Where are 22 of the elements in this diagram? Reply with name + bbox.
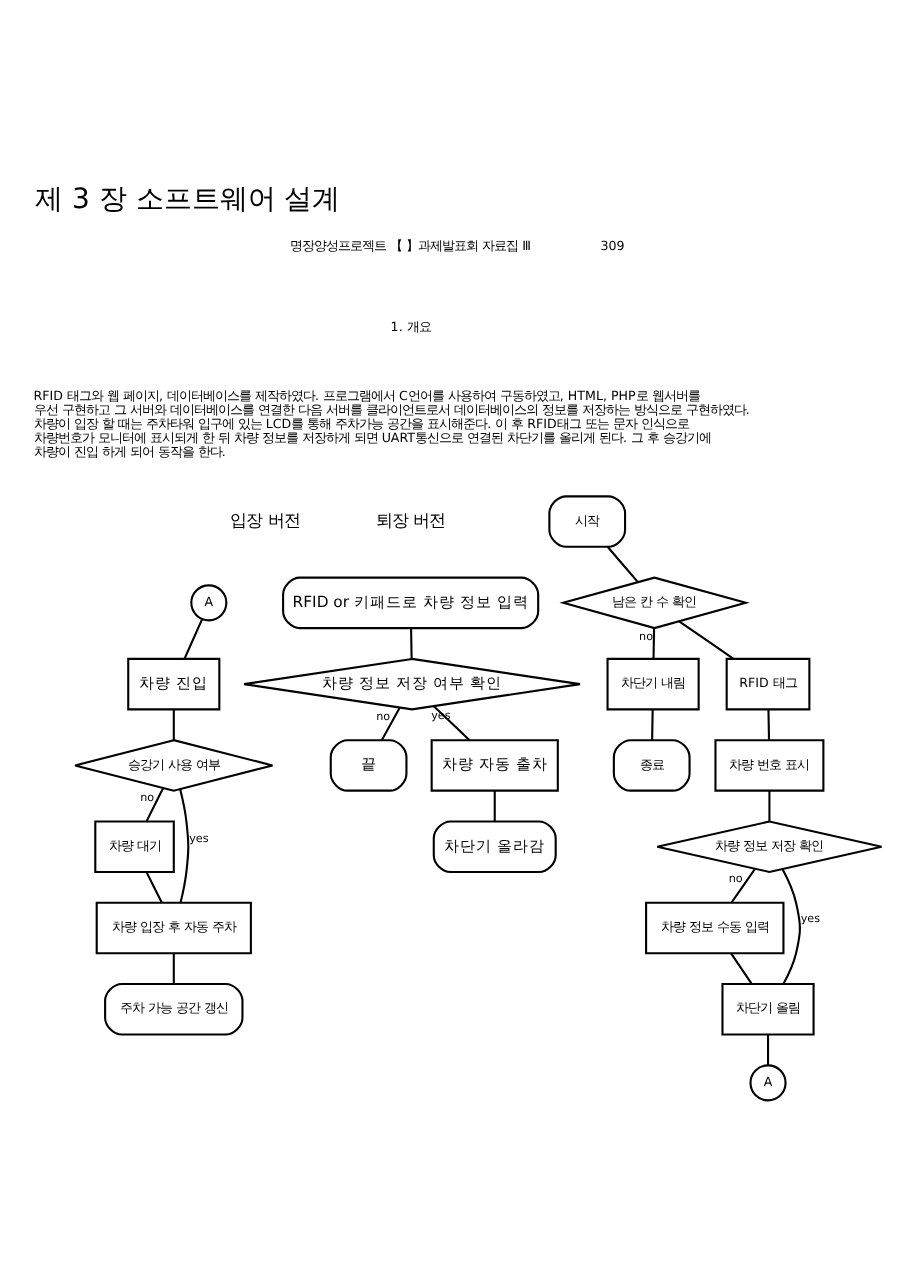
connector <box>781 868 801 985</box>
connector <box>607 546 639 583</box>
connector <box>493 790 496 822</box>
connector <box>381 707 401 741</box>
connector <box>767 1034 770 1066</box>
connector <box>678 620 735 660</box>
connector <box>767 709 771 741</box>
diagram-title: 제 3 장 소프트웨어 설계 <box>35 183 341 216</box>
connector <box>768 790 771 822</box>
connector <box>172 953 175 985</box>
connector <box>730 952 753 985</box>
connector <box>172 709 175 741</box>
connector <box>652 628 656 659</box>
connector <box>145 787 164 822</box>
connector <box>145 871 163 904</box>
connector <box>183 618 204 659</box>
label: 입장 버전 <box>230 509 300 530</box>
connector <box>651 709 654 741</box>
connector <box>410 628 413 659</box>
connector <box>730 868 756 904</box>
connector <box>179 789 190 903</box>
label: 퇴장 버전 <box>375 509 446 530</box>
